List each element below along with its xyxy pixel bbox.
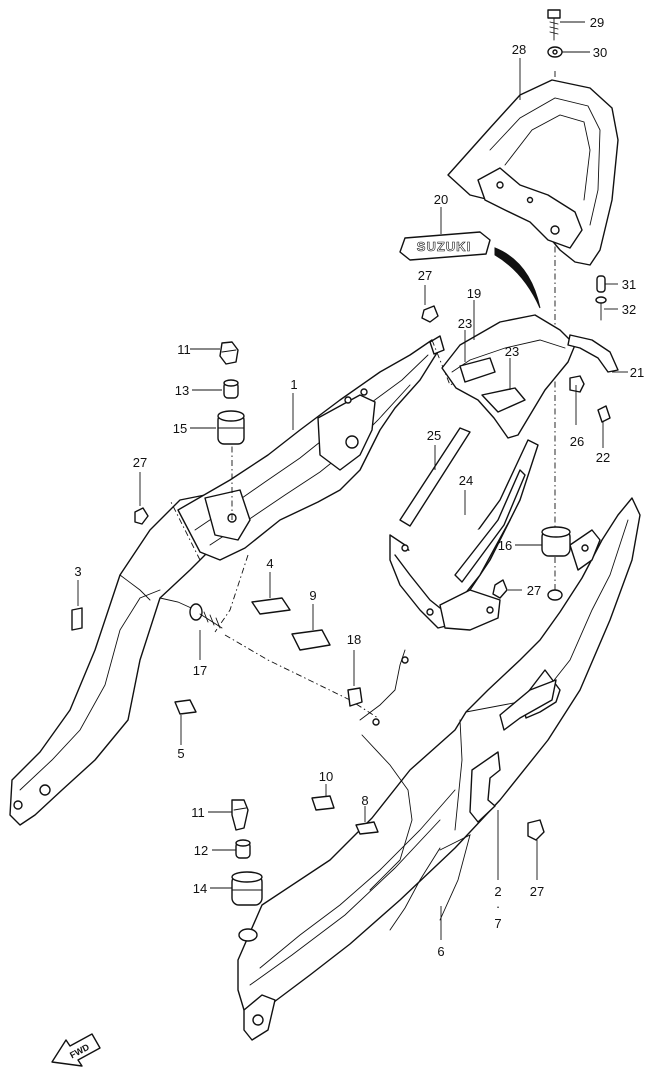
callout-27-bottom: 27: [530, 884, 544, 899]
grommet-15: [217, 410, 245, 445]
callout-10: 10: [319, 769, 333, 784]
callout-28: 28: [512, 42, 526, 57]
assembly-line: [169, 499, 201, 561]
callout-30: 30: [593, 45, 607, 60]
seat-tail-cover-right: [237, 497, 641, 1041]
callout-14: 14: [193, 881, 207, 896]
callout-20: 20: [434, 192, 448, 207]
bolt-11-top: [219, 341, 239, 365]
callout-6: 6: [437, 944, 444, 959]
decal-8: [355, 821, 379, 835]
callout-18: 18: [347, 632, 361, 647]
callout-22: 22: [596, 450, 610, 465]
callout-23-right: 23: [505, 344, 519, 359]
leader-lines: [77, 21, 628, 940]
nut-30: [547, 46, 563, 58]
callout-dot: ·: [496, 899, 500, 914]
decal-22: [597, 405, 611, 423]
callout-11-top: 11: [177, 342, 191, 357]
bolt-11-bottom: [231, 799, 249, 831]
clip-27: [134, 305, 545, 841]
callout-2: 2: [494, 884, 501, 899]
assembly-line: [214, 554, 249, 633]
trim-strip: [494, 247, 541, 309]
decal-4: [251, 597, 291, 615]
screw-32: [595, 296, 607, 321]
callout-21: 21: [630, 365, 644, 380]
trim-seal: [567, 334, 619, 373]
collar-12: [235, 839, 251, 859]
decal-9: [291, 629, 331, 651]
decal-5: [174, 699, 197, 715]
callout-12: 12: [194, 843, 208, 858]
pin-31: [596, 275, 606, 293]
bolt-29: [547, 9, 561, 41]
decal-3: [71, 607, 83, 631]
clip-26: [569, 375, 585, 393]
collar-13: [223, 379, 239, 399]
callout-7: 7: [494, 916, 501, 931]
suzuki-emblem: SUZUKI: [399, 231, 491, 261]
callout-27-left: 27: [133, 455, 147, 470]
callout-11-bottom: 11: [191, 805, 205, 820]
decal-10: [311, 795, 335, 811]
suzuki-emblem-text: SUZUKI: [417, 239, 471, 254]
seal-strip: [399, 427, 471, 527]
callout-32: 32: [622, 302, 636, 317]
callout-26: 26: [570, 434, 584, 449]
callout-27-mid: 27: [527, 583, 541, 598]
assembly-line: [224, 634, 379, 719]
rear-frame-cover: [177, 335, 445, 561]
callout-16: 16: [498, 538, 512, 553]
callout-4: 4: [266, 556, 273, 571]
callout-1: 1: [290, 377, 297, 392]
callout-24: 24: [459, 473, 473, 488]
callout-15: 15: [173, 421, 187, 436]
callout-31: 31: [622, 277, 636, 292]
callout-27-top: 27: [418, 268, 432, 283]
callout-29: 29: [590, 15, 604, 30]
fwd-arrow-icon: FWD: [51, 1033, 101, 1067]
callout-9: 9: [309, 588, 316, 603]
callout-8: 8: [361, 793, 368, 808]
callout-17: 17: [193, 663, 207, 678]
callout-5: 5: [177, 746, 184, 761]
seat-tail-cover-left: [9, 494, 221, 826]
grommet-14: [231, 871, 263, 906]
callout-labels: 1 2 · 7 3 4 5 6 8 9 10 11 11 12 13 14 15…: [74, 15, 644, 959]
seat-cowl: [441, 314, 576, 439]
mounting-bracket: [389, 427, 539, 631]
callout-13: 13: [175, 383, 189, 398]
callout-25: 25: [427, 428, 441, 443]
callout-3: 3: [74, 564, 81, 579]
callout-19: 19: [467, 286, 481, 301]
screw-17: [189, 603, 223, 629]
clip-18: [347, 687, 363, 707]
callout-23-left: 23: [458, 316, 472, 331]
grommet-16: [541, 526, 571, 557]
grab-rail: [447, 79, 619, 266]
